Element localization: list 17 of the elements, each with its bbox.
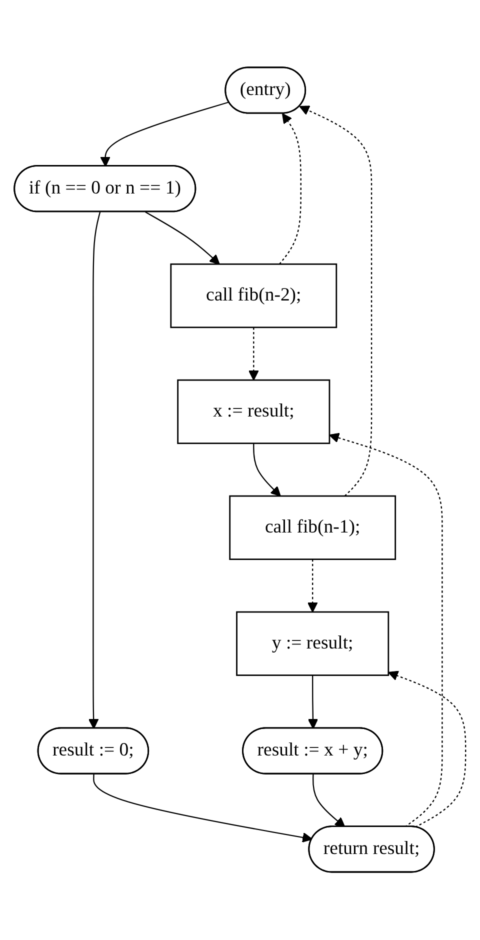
node-box: x := result; [177,380,330,444]
arrow [88,212,101,730]
arrow [388,671,466,828]
arrow [100,102,230,168]
arrow [299,106,372,497]
arrow [308,676,318,730]
arrow [312,774,346,828]
arrow [248,328,259,381]
node-box: call fib(n-2); [170,264,338,328]
arrow [145,212,220,265]
node-box: call fib(n-1); [229,496,396,560]
node-box: y := result; [236,612,390,676]
arrow [307,560,318,613]
arrow [278,113,302,265]
arrow [253,444,281,497]
arrow [93,774,313,843]
arrow [329,433,443,828]
